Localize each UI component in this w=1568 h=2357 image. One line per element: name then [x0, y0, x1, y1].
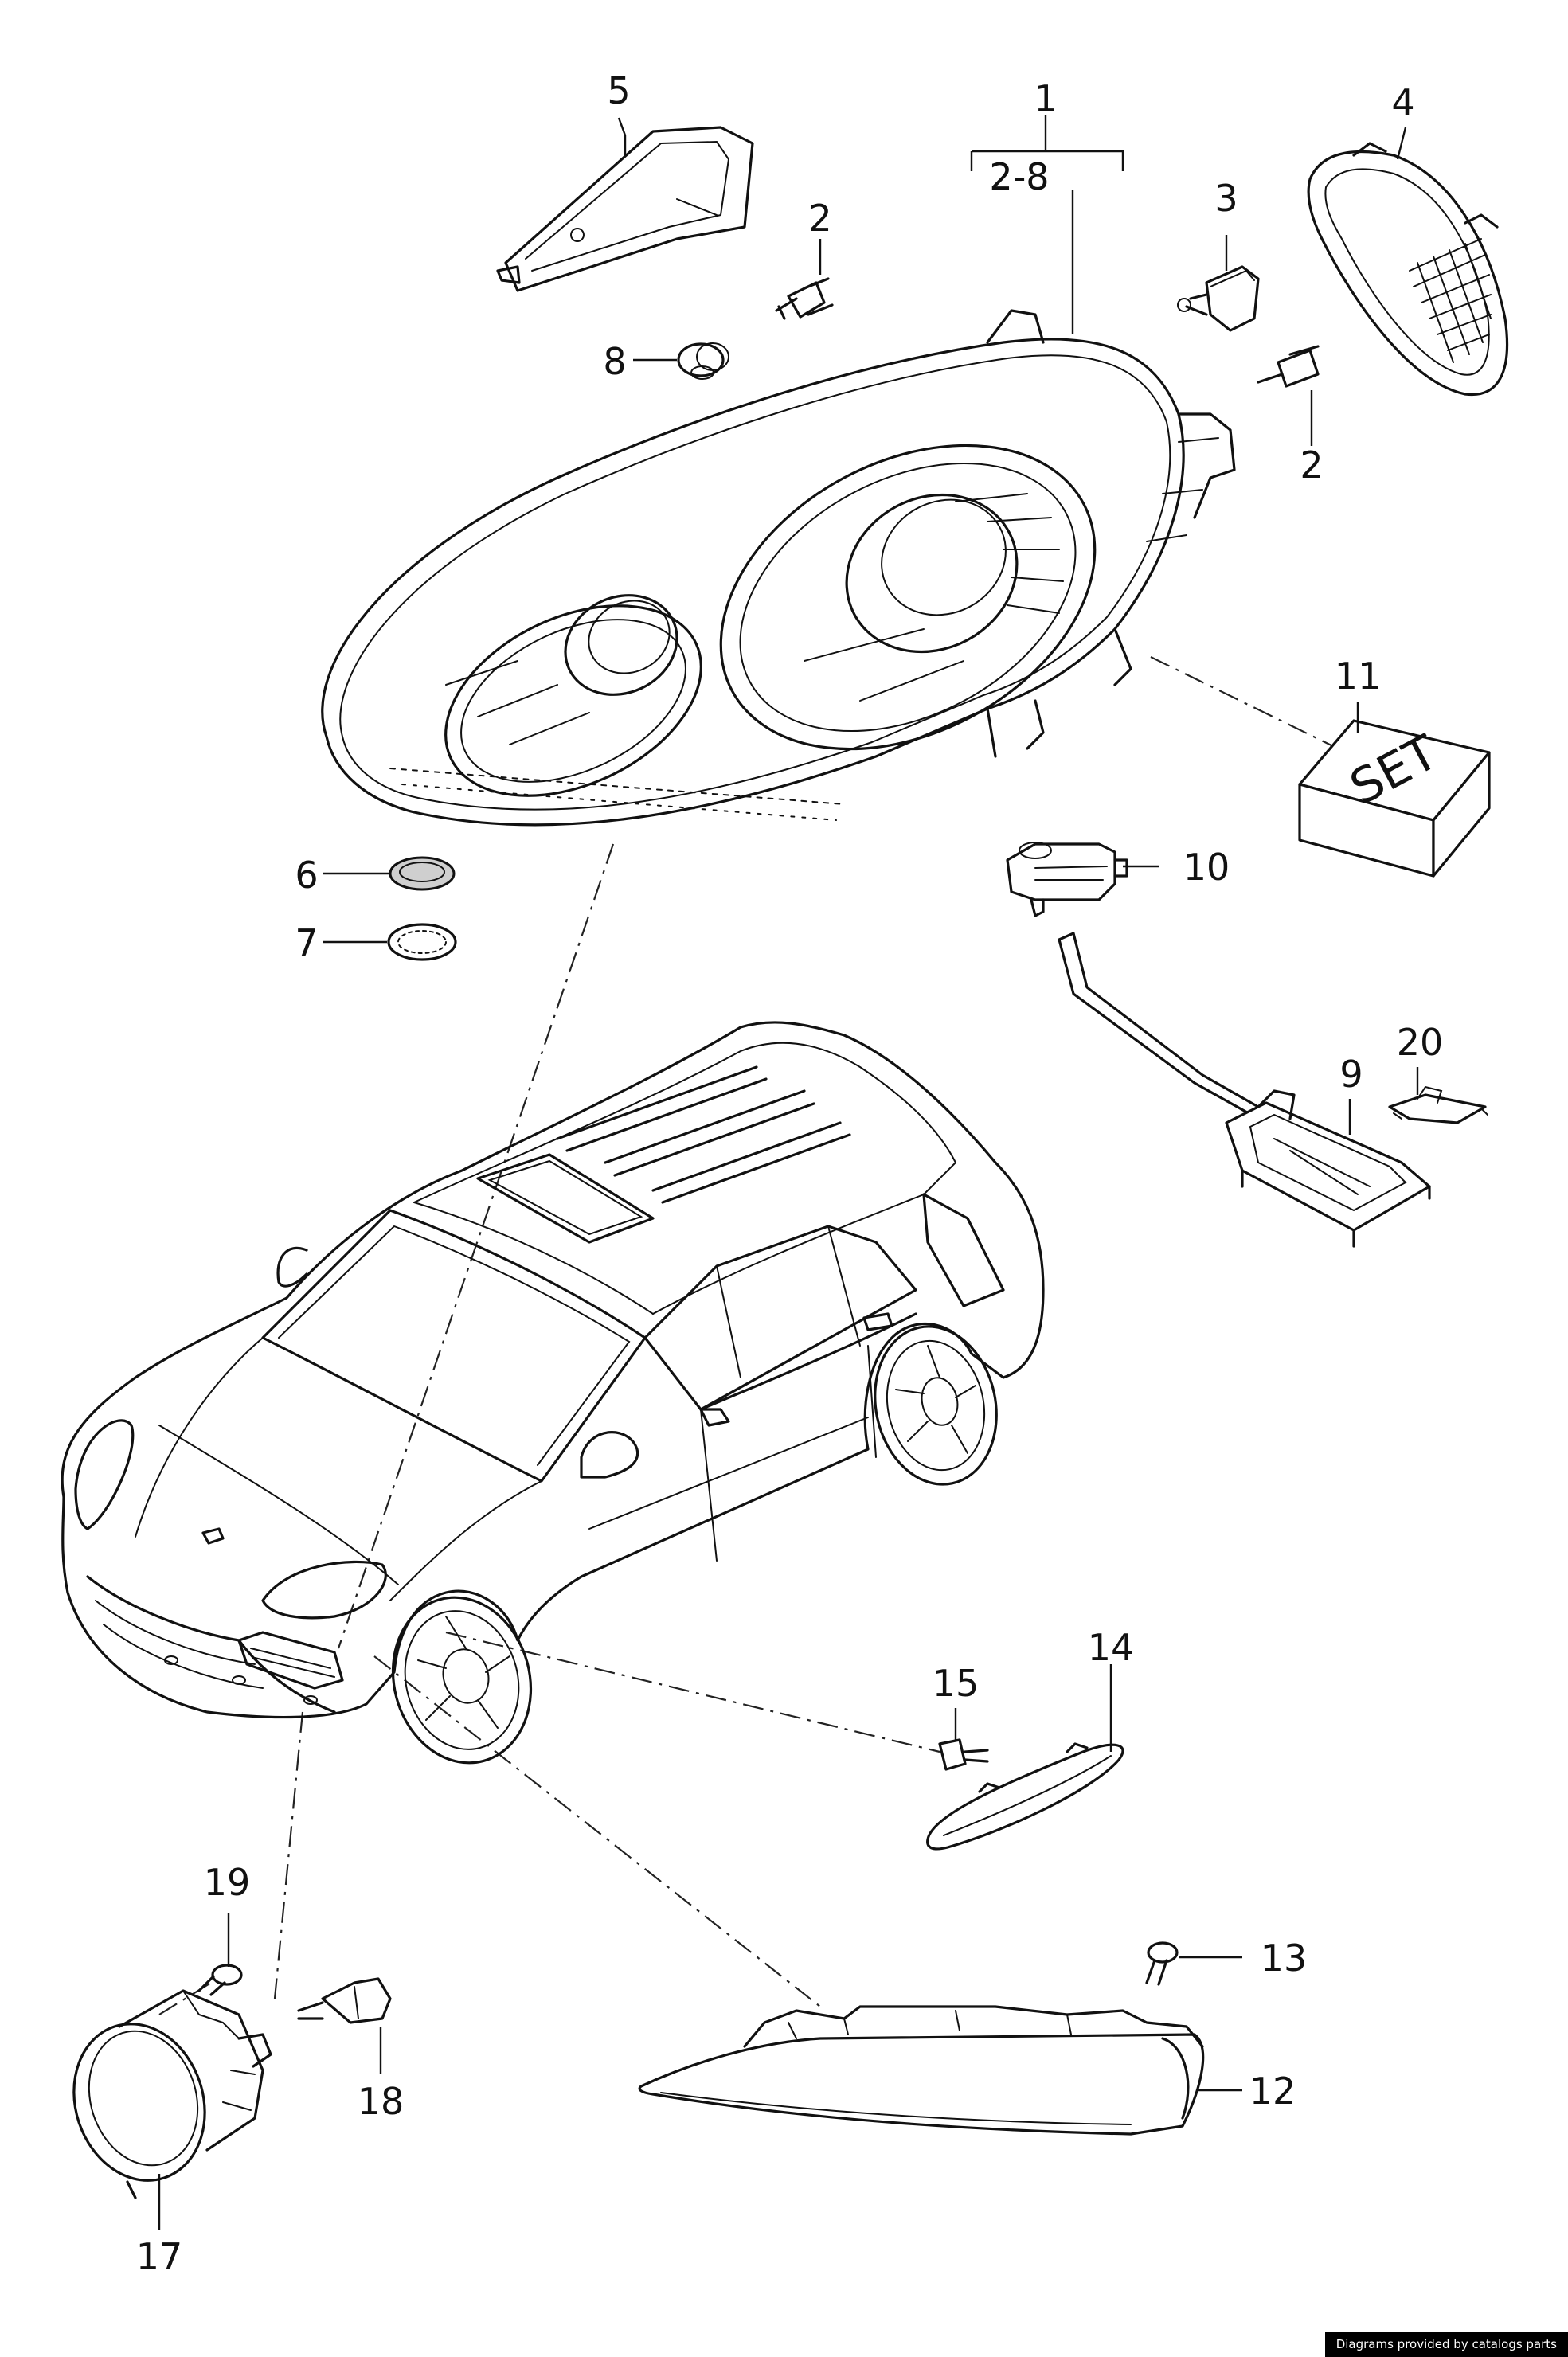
motor-part-10	[1006, 842, 1128, 917]
callout-10: 10	[1183, 846, 1230, 889]
solid-leaders	[158, 115, 1419, 2230]
callout-9: 9	[1339, 1053, 1363, 1096]
fog-lamp-part-17	[72, 1989, 272, 2199]
bulb-part-2-right	[1257, 345, 1320, 388]
frame-part-5	[496, 126, 754, 292]
callout-11: 11	[1335, 655, 1382, 698]
callout-18: 18	[358, 2080, 405, 2123]
callout-12: 12	[1249, 2070, 1296, 2113]
reflector-part-14	[926, 1742, 1124, 1851]
dash-leaders	[158, 656, 1339, 2015]
callout-6: 6	[295, 854, 318, 897]
bulb-part-2-left	[775, 277, 834, 320]
headlight-part-1	[321, 309, 1236, 827]
callout-numbers: 5 1 2-8 4 2 3 8 2 11 6 10 7 20 9 15 14 1…	[136, 69, 1444, 2278]
clip-part-20	[1388, 1085, 1488, 1124]
callout-5: 5	[607, 69, 630, 112]
callout-7: 7	[295, 921, 318, 964]
callout-19: 19	[204, 1861, 251, 1904]
cover-part-4	[1307, 142, 1509, 397]
callout-2-lower: 2	[1300, 444, 1323, 487]
callout-15: 15	[933, 1662, 980, 1705]
seal-part-7	[387, 923, 457, 961]
bulb-part-15	[938, 1738, 989, 1771]
bulb-part-18	[297, 1977, 392, 2024]
callout-1: 1	[1034, 77, 1057, 120]
module-part-9	[1058, 932, 1431, 1248]
callout-4: 4	[1391, 81, 1414, 124]
callout-3: 3	[1214, 177, 1238, 220]
callout-17: 17	[136, 2235, 183, 2278]
cap-part-6	[389, 856, 456, 891]
screw-part-13	[1145, 1941, 1179, 1986]
side-light-part-12	[638, 2005, 1205, 2136]
callout-14: 14	[1088, 1626, 1135, 1669]
footer-credit: Diagrams provided by catalogs parts	[1324, 2332, 1568, 2357]
callout-20: 20	[1397, 1021, 1444, 1064]
bulb-part-3	[1177, 265, 1260, 332]
callout-8: 8	[603, 340, 626, 383]
grommet-part-8	[677, 342, 729, 380]
callout-2-upper: 2	[808, 197, 831, 240]
callout-2-8: 2-8	[989, 155, 1049, 198]
screw-part-19	[197, 1964, 243, 1996]
vehicle-illustration	[61, 1021, 1045, 1765]
set-box-part-11: SET	[1298, 719, 1491, 878]
callout-13: 13	[1261, 1937, 1308, 1980]
